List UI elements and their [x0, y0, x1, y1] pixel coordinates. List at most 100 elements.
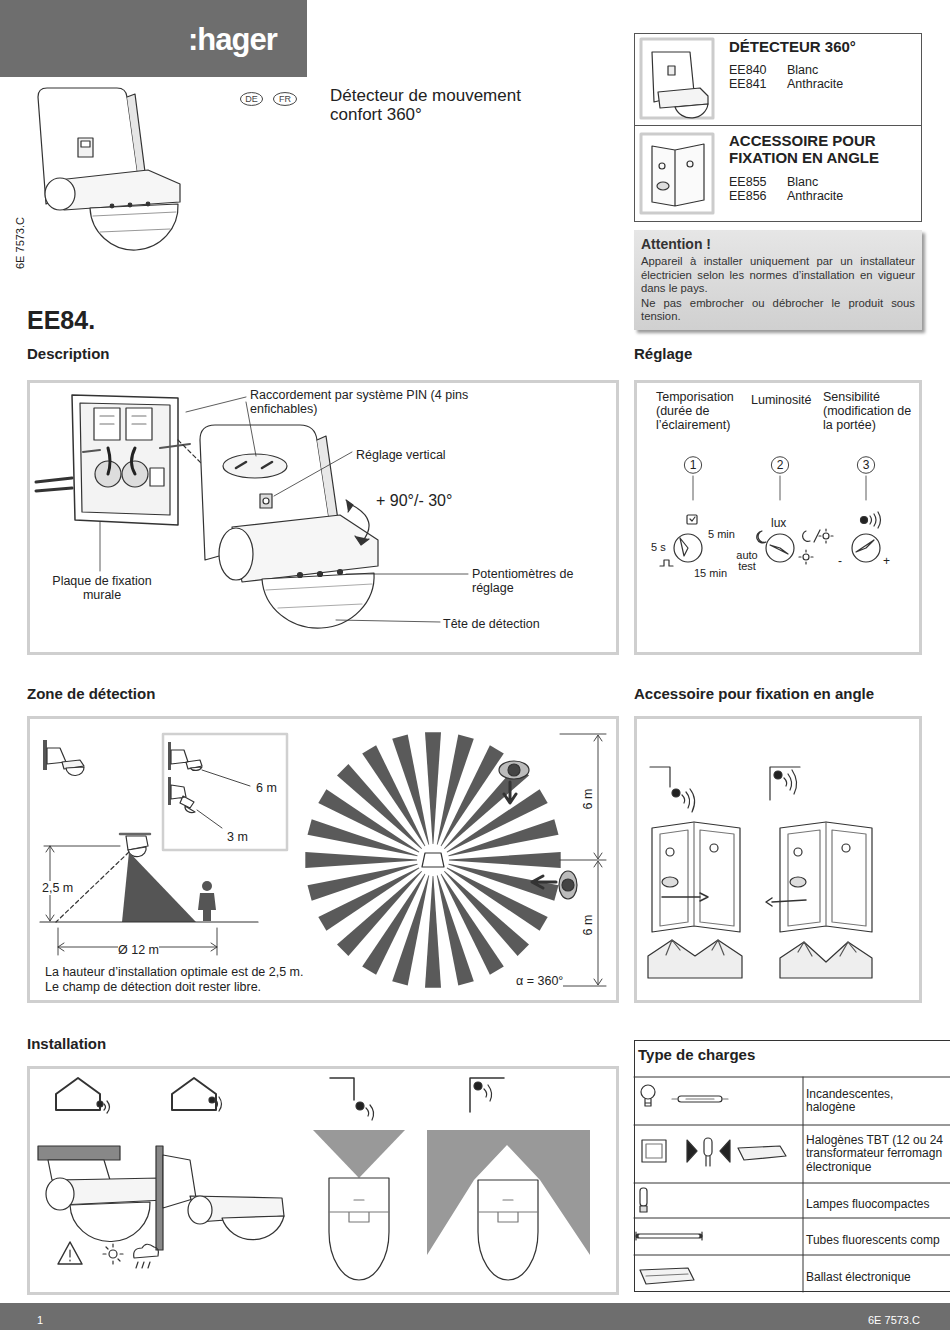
section-panel: Zone de détection [27, 685, 619, 1003]
setting-dials-shape [757, 531, 766, 543]
text-slot: 3 [857, 456, 875, 474]
part-label: Potentiomètres de réglage [472, 567, 600, 595]
detection-rays-shape [448, 819, 558, 856]
product-illustration-shape [146, 202, 150, 206]
node-text: Réglage [634, 345, 692, 362]
text-slot: Réglage [634, 345, 692, 363]
label-slot: Luminosité [751, 390, 811, 408]
warning-box: Attention !Appareil à installer uniqueme… [634, 230, 922, 330]
label-slot: - [838, 551, 842, 569]
node-text: DÉTECTEUR 360° [729, 38, 856, 55]
detection-zone-illustration-shape [559, 871, 577, 899]
product-thumbnails-shape [687, 161, 693, 167]
installation-illustration-shape [356, 1102, 364, 1110]
detection-zone-illustration-shape [171, 785, 194, 808]
description-illustration-shape [100, 416, 146, 424]
detection-zone-illustration-shape [499, 761, 529, 779]
node-text: Description [27, 345, 110, 362]
angle-accessory-illustration-shape [798, 942, 856, 956]
product-thumbnails-shape [641, 39, 713, 118]
label-slot: 15 min [694, 563, 727, 581]
load-icons [636, 1085, 786, 1284]
dimension-label: 6 m [256, 781, 277, 795]
label-slot: EE84. [27, 306, 95, 335]
dimension-label: 6 m [580, 789, 594, 810]
text-slot: Description [27, 345, 110, 363]
panel-frame [27, 716, 619, 1003]
setting-dials-shape [660, 560, 673, 566]
product-illustration-shape [93, 212, 176, 232]
description-illustration-shape [346, 500, 353, 512]
dial-mark: auto test [731, 550, 763, 572]
label-slot: 2,5 m [42, 878, 73, 896]
angle-accessory-illustration-shape [666, 848, 674, 856]
detection-zone-illustration-shape [562, 879, 574, 891]
setting-dials-shape [823, 533, 829, 539]
setting-dials-shape [687, 515, 697, 524]
installation-illustration-shape [478, 1180, 538, 1280]
text-slot: Zone de détection [27, 685, 155, 703]
load-icons-shape [706, 1156, 710, 1166]
label-slot: Tubes fluorescents comp [806, 1230, 946, 1248]
table-cell: Tubes fluorescents comp [806, 1234, 940, 1248]
angle-accessory-illustration-shape [666, 940, 724, 955]
label-slot: Sensibilité (modification de la portée) [823, 390, 915, 433]
installation-illustration-shape [329, 1200, 389, 1222]
product-illustration-shape [90, 204, 178, 250]
node-text: DE [245, 94, 258, 104]
installation-illustration-shape [156, 1146, 163, 1250]
installation-illustration-shape [56, 1078, 100, 1110]
setting-dials-shape [852, 534, 880, 562]
label-slot: Ø 12 m [118, 940, 159, 958]
setting-dials-shape [870, 512, 881, 528]
oval-shape [857, 457, 874, 474]
node-text: Zone de détection [27, 685, 155, 702]
load-icons-shape [645, 1099, 651, 1106]
node-text: FR [279, 94, 291, 104]
detection-rays-shape [449, 852, 561, 868]
installation-illustration-shape [216, 1097, 222, 1111]
setting-dials-shape [861, 517, 868, 524]
product-illustration-shape [78, 138, 93, 157]
dimension-label: 2,5 m [42, 881, 73, 895]
dial-mark: 5 min [708, 528, 735, 541]
load-icons-shape [646, 1274, 688, 1276]
load-icons-shape [672, 1098, 728, 1099]
description-illustration-shape [317, 436, 338, 525]
product-illustration-shape [58, 170, 180, 210]
text-slot: EE841 [729, 74, 767, 92]
product-illustration-shape [127, 94, 145, 176]
installation-illustration-shape [70, 1202, 150, 1242]
text-slot: Anthracite [787, 74, 843, 92]
installation-illustration-shape [48, 1160, 110, 1180]
installation-illustration-shape [478, 1200, 538, 1222]
label-slot: Réglage vertical [356, 445, 446, 463]
description-illustration-shape [36, 478, 72, 491]
product-box: DÉTECTEUR 360°EE840BlancEE841Anthracite [634, 33, 922, 126]
text-slot: EE856 [729, 186, 767, 204]
product-illustration-shape [128, 203, 132, 207]
setting-dials-shape [680, 538, 688, 556]
detection-zone-illustration-shape [120, 833, 150, 836]
angle-accessory-illustration-shape [770, 767, 800, 800]
node-text: Type de charges [638, 1046, 755, 1063]
product-illustration-shape [45, 178, 75, 210]
description-illustration-shape [338, 570, 343, 575]
oval-shape [273, 93, 296, 106]
node-text: 3 [863, 458, 870, 472]
oval-shape [684, 457, 701, 474]
installation-illustration-shape [97, 1101, 103, 1107]
description-illustration-shape [80, 403, 170, 515]
node-text: EE855 [729, 175, 767, 189]
product-thumbnails-shape [659, 163, 665, 169]
load-table-grid [634, 1077, 950, 1292]
setting-dials [660, 476, 881, 566]
text-slot: Blanc [787, 172, 818, 190]
load-icons-shape [640, 1268, 694, 1284]
angle-accessory-illustration-shape [774, 771, 782, 779]
panel-frame [27, 1066, 619, 1295]
part-label: Réglage vertical [356, 448, 446, 462]
description-illustration-shape [263, 498, 269, 504]
setting-dials-shape [693, 476, 866, 500]
detection-zone-illustration [40, 732, 606, 987]
